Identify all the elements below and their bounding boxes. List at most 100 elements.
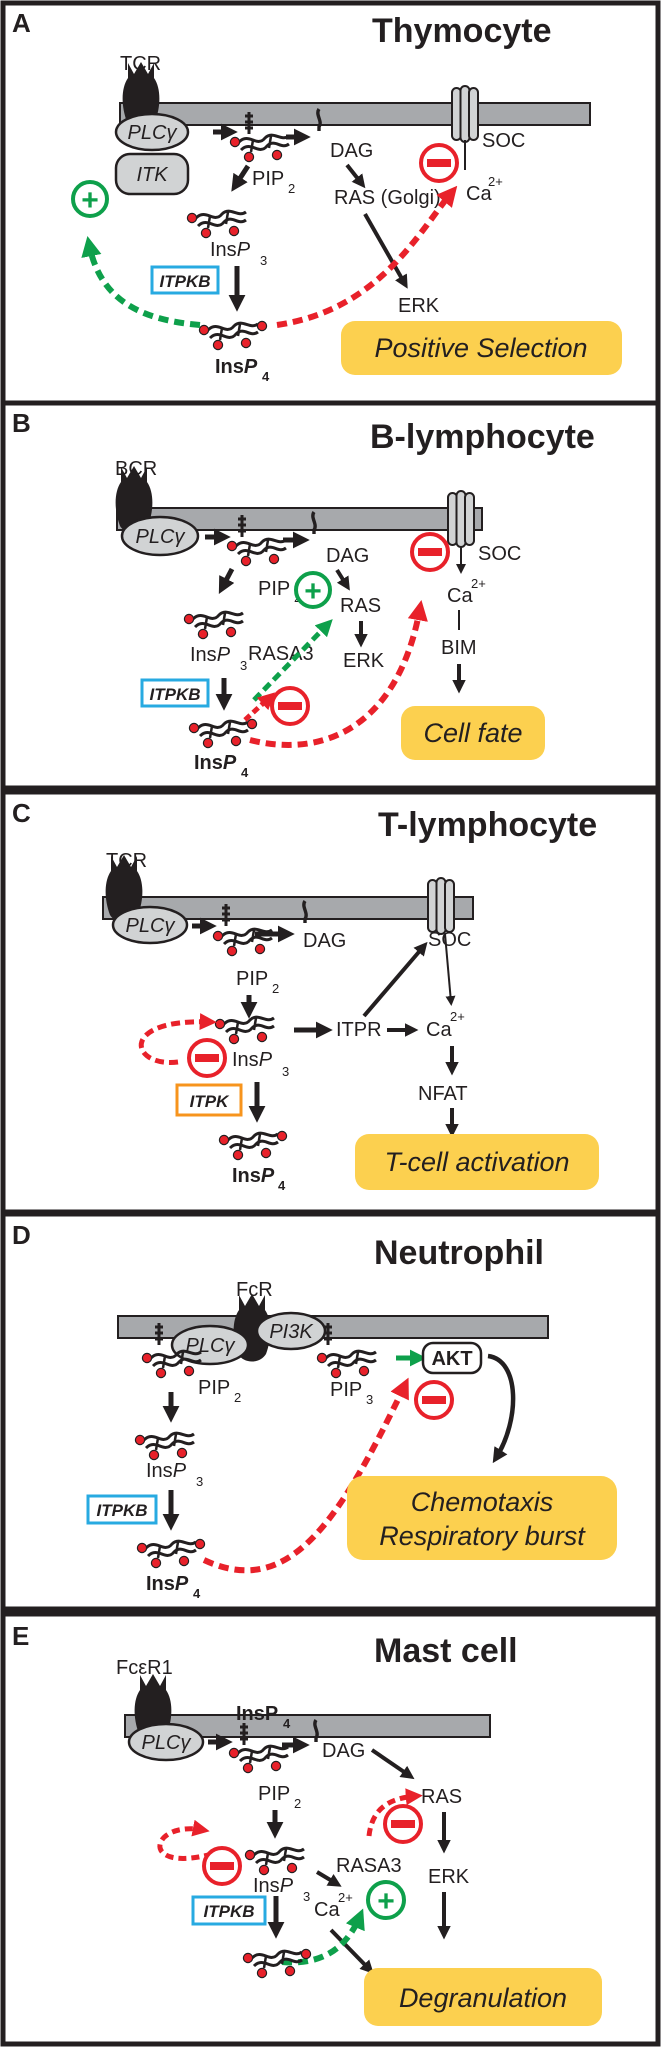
outcome-label: Positive Selection: [374, 333, 587, 363]
receptor-label: FcεR1: [116, 1657, 173, 1679]
plcg-label: PLCγ: [186, 1335, 236, 1357]
outcome-badge: [401, 706, 545, 760]
svg-text:+: +: [304, 575, 322, 608]
panel-a-letter: A: [12, 8, 31, 38]
soc-channel-icon: [427, 877, 455, 935]
itpkb-box: [150, 265, 220, 295]
ca-label: Ca: [314, 1899, 340, 1921]
panel-d-title: Neutrophil: [374, 1234, 544, 1272]
ip4-sub: 4: [193, 1586, 201, 1601]
dag-label: DAG: [330, 140, 373, 162]
membrane: [116, 507, 483, 531]
panel-b-title: B-lymphocyte: [370, 418, 595, 456]
pip2-label: PIP: [236, 968, 268, 990]
outcome-line-2: Respiratory burst: [379, 1521, 586, 1551]
panel-d: D Neutrophil FcR PLCγ PI3K PIP 2 InsP 3 …: [0, 1211, 661, 1612]
pip2-sub: 2: [272, 981, 279, 996]
ip4-fragment-sub: 4: [283, 1716, 291, 1731]
itk-label: ITK: [136, 164, 169, 186]
ca-charge: 2+: [488, 174, 503, 189]
ca-label: Ca: [466, 183, 492, 205]
outcome-badge: [355, 1134, 599, 1190]
ip3-sub: 3: [196, 1474, 203, 1489]
ip3-sub: 3: [260, 253, 267, 268]
activation-icon: [294, 571, 332, 609]
akt-node: [421, 1341, 483, 1375]
ip4-label: InsP: [194, 752, 237, 774]
rasa3-label: RASA3: [336, 1855, 402, 1877]
pip2-sub: 2: [234, 1390, 241, 1405]
membrane: [119, 102, 591, 126]
panel-a-title: Thymocyte: [372, 12, 552, 50]
plcg-label: PLCγ: [142, 1732, 192, 1754]
outcome-label: T-cell activation: [384, 1147, 569, 1177]
pip2-label: PIP: [198, 1377, 230, 1399]
activation-icon: [71, 180, 109, 218]
plcg-enzyme: [114, 112, 190, 152]
soc-channel-icon: [447, 490, 475, 548]
plcg-label: PLCγ: [128, 122, 178, 144]
panel-e-letter: E: [12, 1621, 29, 1651]
itpkb-label: ITPKB: [160, 272, 211, 291]
ip4-label: InsP: [215, 356, 258, 378]
pi3k-label: PI3K: [269, 1321, 314, 1343]
itpr-label: ITPR: [336, 1019, 382, 1041]
ip3-label: InsP: [210, 239, 251, 261]
soc-label: SOC: [482, 130, 525, 152]
ip3-sub: 3: [282, 1064, 289, 1079]
itpkb-label: ITPKB: [150, 685, 201, 704]
panel-c-letter: C: [12, 798, 31, 828]
nfat-label: NFAT: [418, 1083, 468, 1105]
itpkb-box: [191, 1895, 267, 1926]
outcome-badge: [364, 1968, 602, 2026]
ip3-sub: 3: [303, 1889, 310, 1904]
ras-label: RAS: [421, 1786, 462, 1808]
dag-label: DAG: [322, 1740, 365, 1762]
ip4-fragment-label: InsP: [236, 1703, 278, 1725]
rasa3-label: RASA3: [248, 643, 314, 665]
itpk-box: [175, 1083, 243, 1117]
pip2-label: PIP: [258, 1783, 290, 1805]
plcg-enzyme: [120, 515, 200, 557]
outcome-label: Degranulation: [399, 1983, 567, 2013]
ras-label: RAS (Golgi): [334, 187, 441, 209]
pip2-label: PIP: [258, 578, 290, 600]
dag-label: DAG: [326, 545, 369, 567]
plcg-enzyme: [111, 905, 189, 945]
itpkb-label: ITPKB: [97, 1501, 148, 1520]
pip2-sub: 2: [288, 181, 295, 196]
ip3-sub: 3: [240, 658, 247, 673]
plcg-label: PLCγ: [126, 915, 176, 937]
ip3-label: InsP: [232, 1049, 273, 1071]
ip4-sub: 4: [241, 765, 249, 780]
outcome-badge: [347, 1476, 617, 1560]
plcg-enzyme: [170, 1324, 250, 1366]
svg-text:+: +: [81, 184, 99, 217]
soc-channel-icon: [451, 85, 479, 143]
ip3-label: InsP: [190, 644, 231, 666]
panel-b-letter: B: [12, 408, 31, 438]
panel-a: A Thymocyte TCR PLCγ ITK PIP 2 DAG RAS (…: [0, 0, 661, 406]
soc-label: SOC: [478, 543, 521, 565]
erk-label: ERK: [343, 650, 385, 672]
ca-charge: 2+: [471, 576, 486, 591]
pip2-sub: 2: [294, 1796, 301, 1811]
panel-c: C T-lymphocyte TCR PLCγ DAG PIP 2 SOC Ca…: [0, 789, 661, 1215]
panel-d-letter: D: [12, 1220, 31, 1250]
ip3-label: InsP: [253, 1875, 294, 1897]
erk-label: ERK: [428, 1866, 470, 1888]
svg-text:+: +: [377, 1885, 395, 1918]
itpkb-box: [86, 1494, 158, 1525]
ip4-label: InsP: [232, 1165, 275, 1187]
receptor-label: FcR: [236, 1279, 273, 1301]
receptor-label: TCR: [120, 53, 161, 75]
ca-charge: 2+: [338, 1890, 353, 1905]
ras-label: RAS: [340, 595, 381, 617]
itpk-label: ITPK: [190, 1092, 230, 1111]
pip3-label: PIP: [330, 1379, 362, 1401]
pi3k-enzyme: [255, 1311, 327, 1351]
akt-label: AKT: [431, 1348, 472, 1370]
ip4-label: InsP: [146, 1573, 189, 1595]
erk-label: ERK: [398, 295, 440, 317]
pip3-sub: 3: [366, 1392, 373, 1407]
